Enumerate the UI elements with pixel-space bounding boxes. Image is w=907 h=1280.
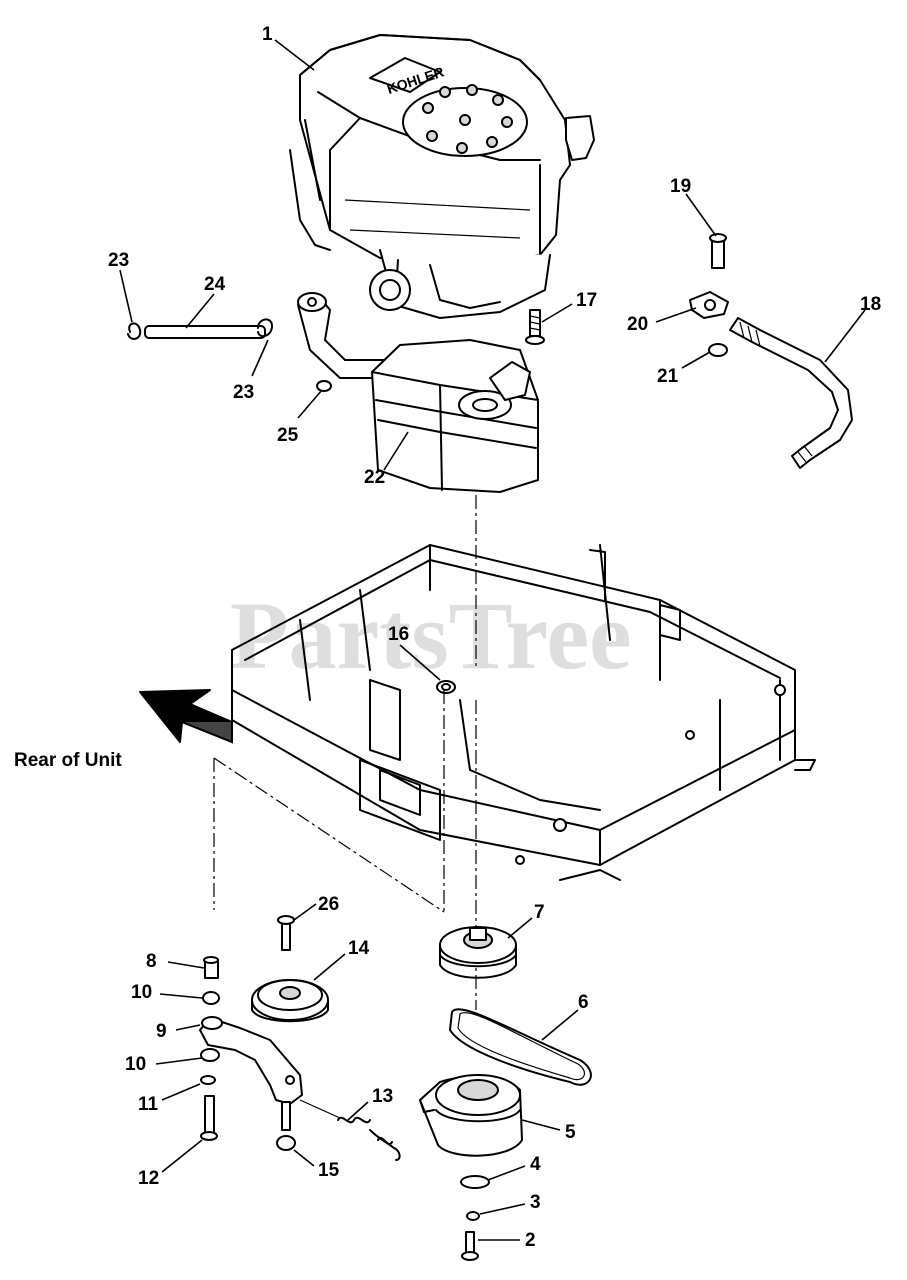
callout-25: 25 xyxy=(277,425,299,446)
drain-hose xyxy=(144,325,266,339)
callout-13: 13 xyxy=(372,1086,393,1107)
nut-15 xyxy=(276,1135,296,1151)
nut-25 xyxy=(316,380,332,392)
callout-19: 19 xyxy=(670,176,691,197)
engine-pulley-7 xyxy=(439,926,517,979)
hose-clamp xyxy=(127,322,142,340)
callout-22: 22 xyxy=(364,467,385,488)
callout-17: 17 xyxy=(576,290,597,311)
rear-direction-arrow xyxy=(139,689,233,744)
callout-2: 2 xyxy=(525,1230,536,1251)
hose-clamp xyxy=(257,318,273,338)
idler-arm-9 xyxy=(199,1017,303,1105)
callout-5: 5 xyxy=(565,1122,576,1143)
callout-4: 4 xyxy=(530,1154,541,1175)
idler-pulley-14 xyxy=(251,979,329,1023)
callout-8: 8 xyxy=(146,951,157,972)
chassis-frame xyxy=(231,544,816,881)
washer-11 xyxy=(200,1075,216,1085)
drive-belt-6 xyxy=(449,1008,592,1086)
drain-hose-assembly xyxy=(127,318,273,340)
muffler xyxy=(297,292,539,493)
callout-11: 11 xyxy=(138,1094,159,1115)
bolt-12 xyxy=(204,1095,215,1137)
callout-3: 3 xyxy=(530,1192,541,1213)
bolt-26 xyxy=(277,915,295,951)
callouts: 1 2 3 4 5 6 7 8 9 10 10 11 12 13 14 15 1 xyxy=(108,24,881,1251)
bushing-10b xyxy=(200,1048,220,1062)
washer-4 xyxy=(460,1175,490,1189)
nut-16 xyxy=(436,680,456,694)
callout-26: 26 xyxy=(318,894,339,915)
callout-20: 20 xyxy=(627,314,648,335)
callout-24: 24 xyxy=(204,274,226,295)
callout-10-upper: 10 xyxy=(131,982,152,1003)
clutch-hardware xyxy=(460,1175,490,1261)
bolt-17 xyxy=(525,309,545,345)
fuel-hose xyxy=(729,317,853,469)
callout-9: 9 xyxy=(156,1021,167,1042)
washer-21 xyxy=(708,343,728,357)
idler-arm-assembly xyxy=(199,956,401,1161)
fitting-20 xyxy=(689,291,729,319)
callout-6: 6 xyxy=(578,992,589,1013)
alignment-lines xyxy=(213,495,477,1010)
lockwasher-3 xyxy=(466,1211,480,1221)
callout-12: 12 xyxy=(138,1168,159,1189)
callout-10-lower: 10 xyxy=(125,1054,146,1075)
callout-21: 21 xyxy=(657,366,679,387)
callout-16: 16 xyxy=(388,624,409,645)
engine: KOHLER xyxy=(289,34,595,319)
callout-15: 15 xyxy=(318,1160,340,1181)
fuel-line-assembly xyxy=(689,233,853,469)
spring-13 xyxy=(337,1116,371,1124)
callout-23-upper: 23 xyxy=(108,250,129,271)
callout-14: 14 xyxy=(348,938,370,959)
rear-of-unit-label: Rear of Unit xyxy=(14,750,122,771)
callout-18: 18 xyxy=(860,294,881,315)
callout-23-lower: 23 xyxy=(233,382,254,403)
clutch-5 xyxy=(419,1074,523,1157)
callout-7: 7 xyxy=(534,902,545,923)
callout-1: 1 xyxy=(262,24,273,45)
bushing-10 xyxy=(202,991,220,1005)
